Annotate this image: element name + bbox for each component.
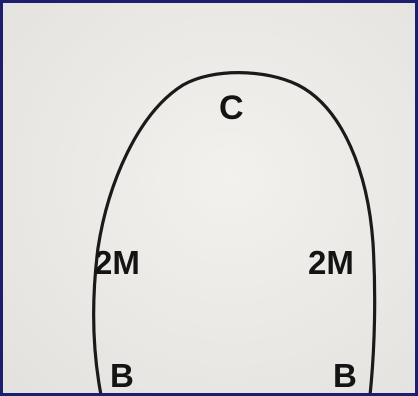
label-b-right: B bbox=[333, 359, 357, 392]
label-b-left: B bbox=[110, 359, 134, 392]
label-2m-left: 2M bbox=[94, 246, 140, 279]
photo-background bbox=[3, 3, 415, 393]
label-c: C bbox=[219, 91, 244, 125]
cable-photo bbox=[3, 3, 415, 393]
label-2m-right: 2M bbox=[308, 246, 354, 279]
